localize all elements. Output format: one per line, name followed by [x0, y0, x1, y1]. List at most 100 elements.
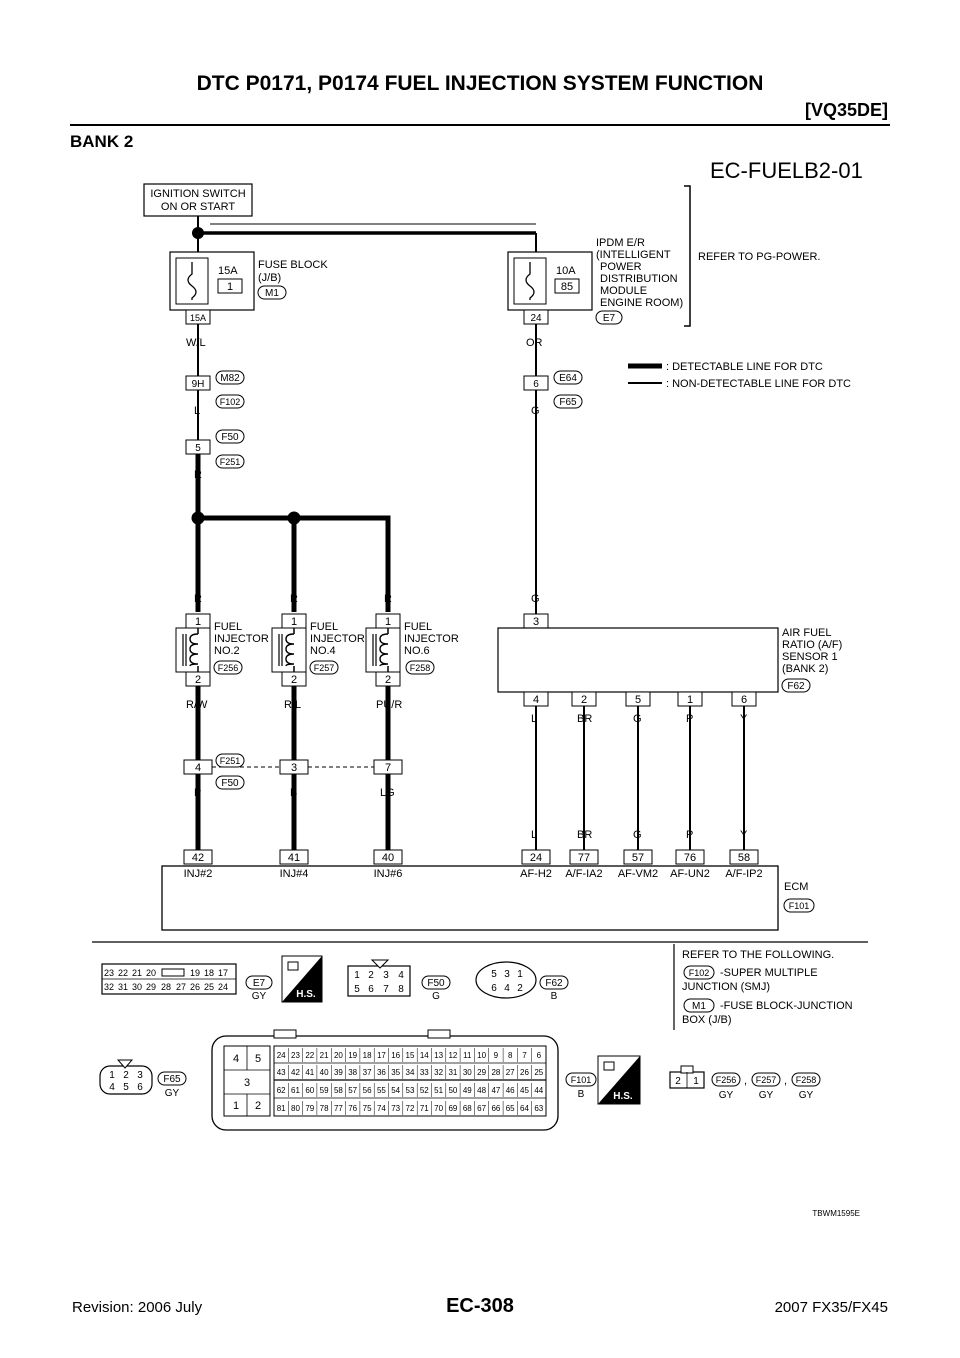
ecm-pin: 76: [684, 852, 696, 864]
af-sensor-pin-g: 5 G G 57 AF-VM2: [618, 691, 658, 880]
ecm-pin: 40: [382, 852, 394, 864]
ecm-terminal-label: INJ#4: [280, 868, 309, 880]
ipdm-label-2: (INTELLIGENT: [596, 249, 671, 261]
joint-connector-f50: F50: [221, 778, 239, 789]
connector-f102: F102: [220, 397, 241, 407]
f101-pin-number: 45: [520, 1086, 529, 1095]
f101-pin-number: 32: [434, 1068, 443, 1077]
svg-text:B: B: [578, 1089, 585, 1100]
fuel-injector-no2: R 1 2 FUEL INJECTOR NO.2 F256 R/W 4 P 42…: [175, 593, 269, 880]
refer-m1-text-2: BOX (J/B): [682, 1014, 732, 1026]
connector-view-f62: 5 3 1 6 4 2 F62 B: [475, 961, 569, 1002]
f101-pin-number: 8: [508, 1051, 513, 1060]
f101-pin-number: 41: [305, 1068, 314, 1077]
injector-feed-bus: [198, 515, 391, 612]
connector-tag: [781, 678, 811, 693]
f101-pin-number: 21: [320, 1051, 329, 1060]
f101-pin-number: 9: [494, 1051, 499, 1060]
svg-text:1: 1: [693, 1076, 699, 1087]
wire-color: P: [686, 829, 693, 841]
connector-tag: [595, 310, 623, 325]
injector-connector: F256: [218, 663, 239, 673]
f101-pin-number: 49: [463, 1086, 472, 1095]
f101-pin-number: 81: [277, 1104, 286, 1113]
fuse-block-connector: M1: [265, 288, 279, 299]
wire-color: Y: [740, 713, 748, 725]
f101-pin-number: 75: [363, 1104, 372, 1113]
svg-text:24: 24: [218, 982, 228, 992]
connector-tag: [683, 965, 715, 980]
f101-pin-number: 78: [320, 1104, 329, 1113]
wire-color: OR: [526, 337, 543, 349]
injector-name-3: NO.2: [214, 645, 240, 657]
connector-view-e7: 23 22 21 20 19 18 17 32 31 30 29 28 27 2…: [101, 963, 273, 1002]
joint-connector-f251: F251: [220, 756, 241, 766]
f101-pin-number: 61: [291, 1086, 300, 1095]
page-number: EC-308: [446, 1295, 514, 1317]
connector-tag: [215, 370, 245, 385]
svg-text:3: 3: [383, 970, 389, 981]
wire-color: L: [531, 829, 537, 841]
af-sensor-pin-l: 4 L L 24 AF-H2: [520, 691, 552, 880]
f101-pin-number: 60: [305, 1086, 314, 1095]
fuse-block-label-2: (J/B): [258, 272, 281, 284]
f101-pin-number: 29: [477, 1068, 486, 1077]
ipdm-label-5: MODULE: [600, 285, 647, 297]
connector-tag: [257, 285, 287, 300]
f101-pin-number: 59: [320, 1086, 329, 1095]
af-sensor-name-3: SENSOR 1: [782, 651, 838, 663]
ipdm-label-3: POWER: [600, 261, 642, 273]
f101-pin-number: 68: [463, 1104, 472, 1113]
f101-pin-number: 13: [434, 1051, 443, 1060]
f101-pin-number: 53: [406, 1086, 415, 1095]
svg-text:19: 19: [190, 968, 200, 978]
svg-text:GY: GY: [799, 1090, 814, 1101]
svg-text:F257: F257: [756, 1075, 777, 1085]
injector-pin-bottom: 2: [195, 674, 201, 686]
injector-pin-top: 1: [195, 616, 201, 628]
svg-text:22: 22: [118, 968, 128, 978]
f101-pin-number: 33: [420, 1068, 429, 1077]
af-pin: 1: [687, 694, 693, 706]
fuel-injector-no6: R 1 2 FUEL INJECTOR NO.6 F258 PU/R 7 LG …: [365, 593, 459, 880]
connector-m82: M82: [220, 373, 240, 384]
svg-text:25: 25: [204, 982, 214, 992]
wire-color: G: [633, 713, 642, 725]
connector-tag: [215, 753, 245, 768]
connector-view-f65: 1 2 3 4 5 6 F65 GY: [99, 1059, 187, 1099]
wire-color: BR: [577, 713, 592, 725]
refer-f102-text-2: JUNCTION (SMJ): [682, 981, 770, 993]
svg-text:4: 4: [398, 970, 404, 981]
f101-pin-number: 71: [420, 1104, 429, 1113]
f101-pin-number: 79: [305, 1104, 314, 1113]
wire-color: R: [384, 593, 392, 605]
svg-text:1: 1: [517, 969, 523, 980]
svg-text:,: ,: [784, 1075, 787, 1087]
svg-text:2: 2: [517, 983, 523, 994]
wire-color: B: [290, 787, 297, 799]
wire-color: P: [194, 787, 201, 799]
svg-text:GY: GY: [759, 1090, 774, 1101]
ecm-pin: 24: [530, 852, 542, 864]
injector-pin-top: 1: [291, 616, 297, 628]
f101-pin-number: 39: [334, 1068, 343, 1077]
pin-box: [521, 849, 551, 865]
svg-text:1: 1: [233, 1100, 239, 1112]
svg-text:29: 29: [146, 982, 156, 992]
injector-connector: F257: [314, 663, 335, 673]
pin-5: 5: [195, 443, 201, 454]
fuse-number: 1: [227, 281, 233, 293]
fuse-amp-15a: 15A: [218, 265, 238, 277]
wire-color: R: [194, 593, 202, 605]
svg-text:32: 32: [104, 982, 114, 992]
f101-pin-number: 55: [377, 1086, 386, 1095]
svg-text:F101: F101: [571, 1075, 592, 1085]
f101-pin-number: 22: [305, 1051, 314, 1060]
injector-name-3: NO.6: [404, 645, 430, 657]
af-sensor-box: [497, 627, 779, 693]
f101-pin-number: 72: [406, 1104, 415, 1113]
wire-color: R: [194, 469, 202, 481]
pin-box: [183, 849, 213, 865]
svg-text:5: 5: [123, 1082, 129, 1093]
